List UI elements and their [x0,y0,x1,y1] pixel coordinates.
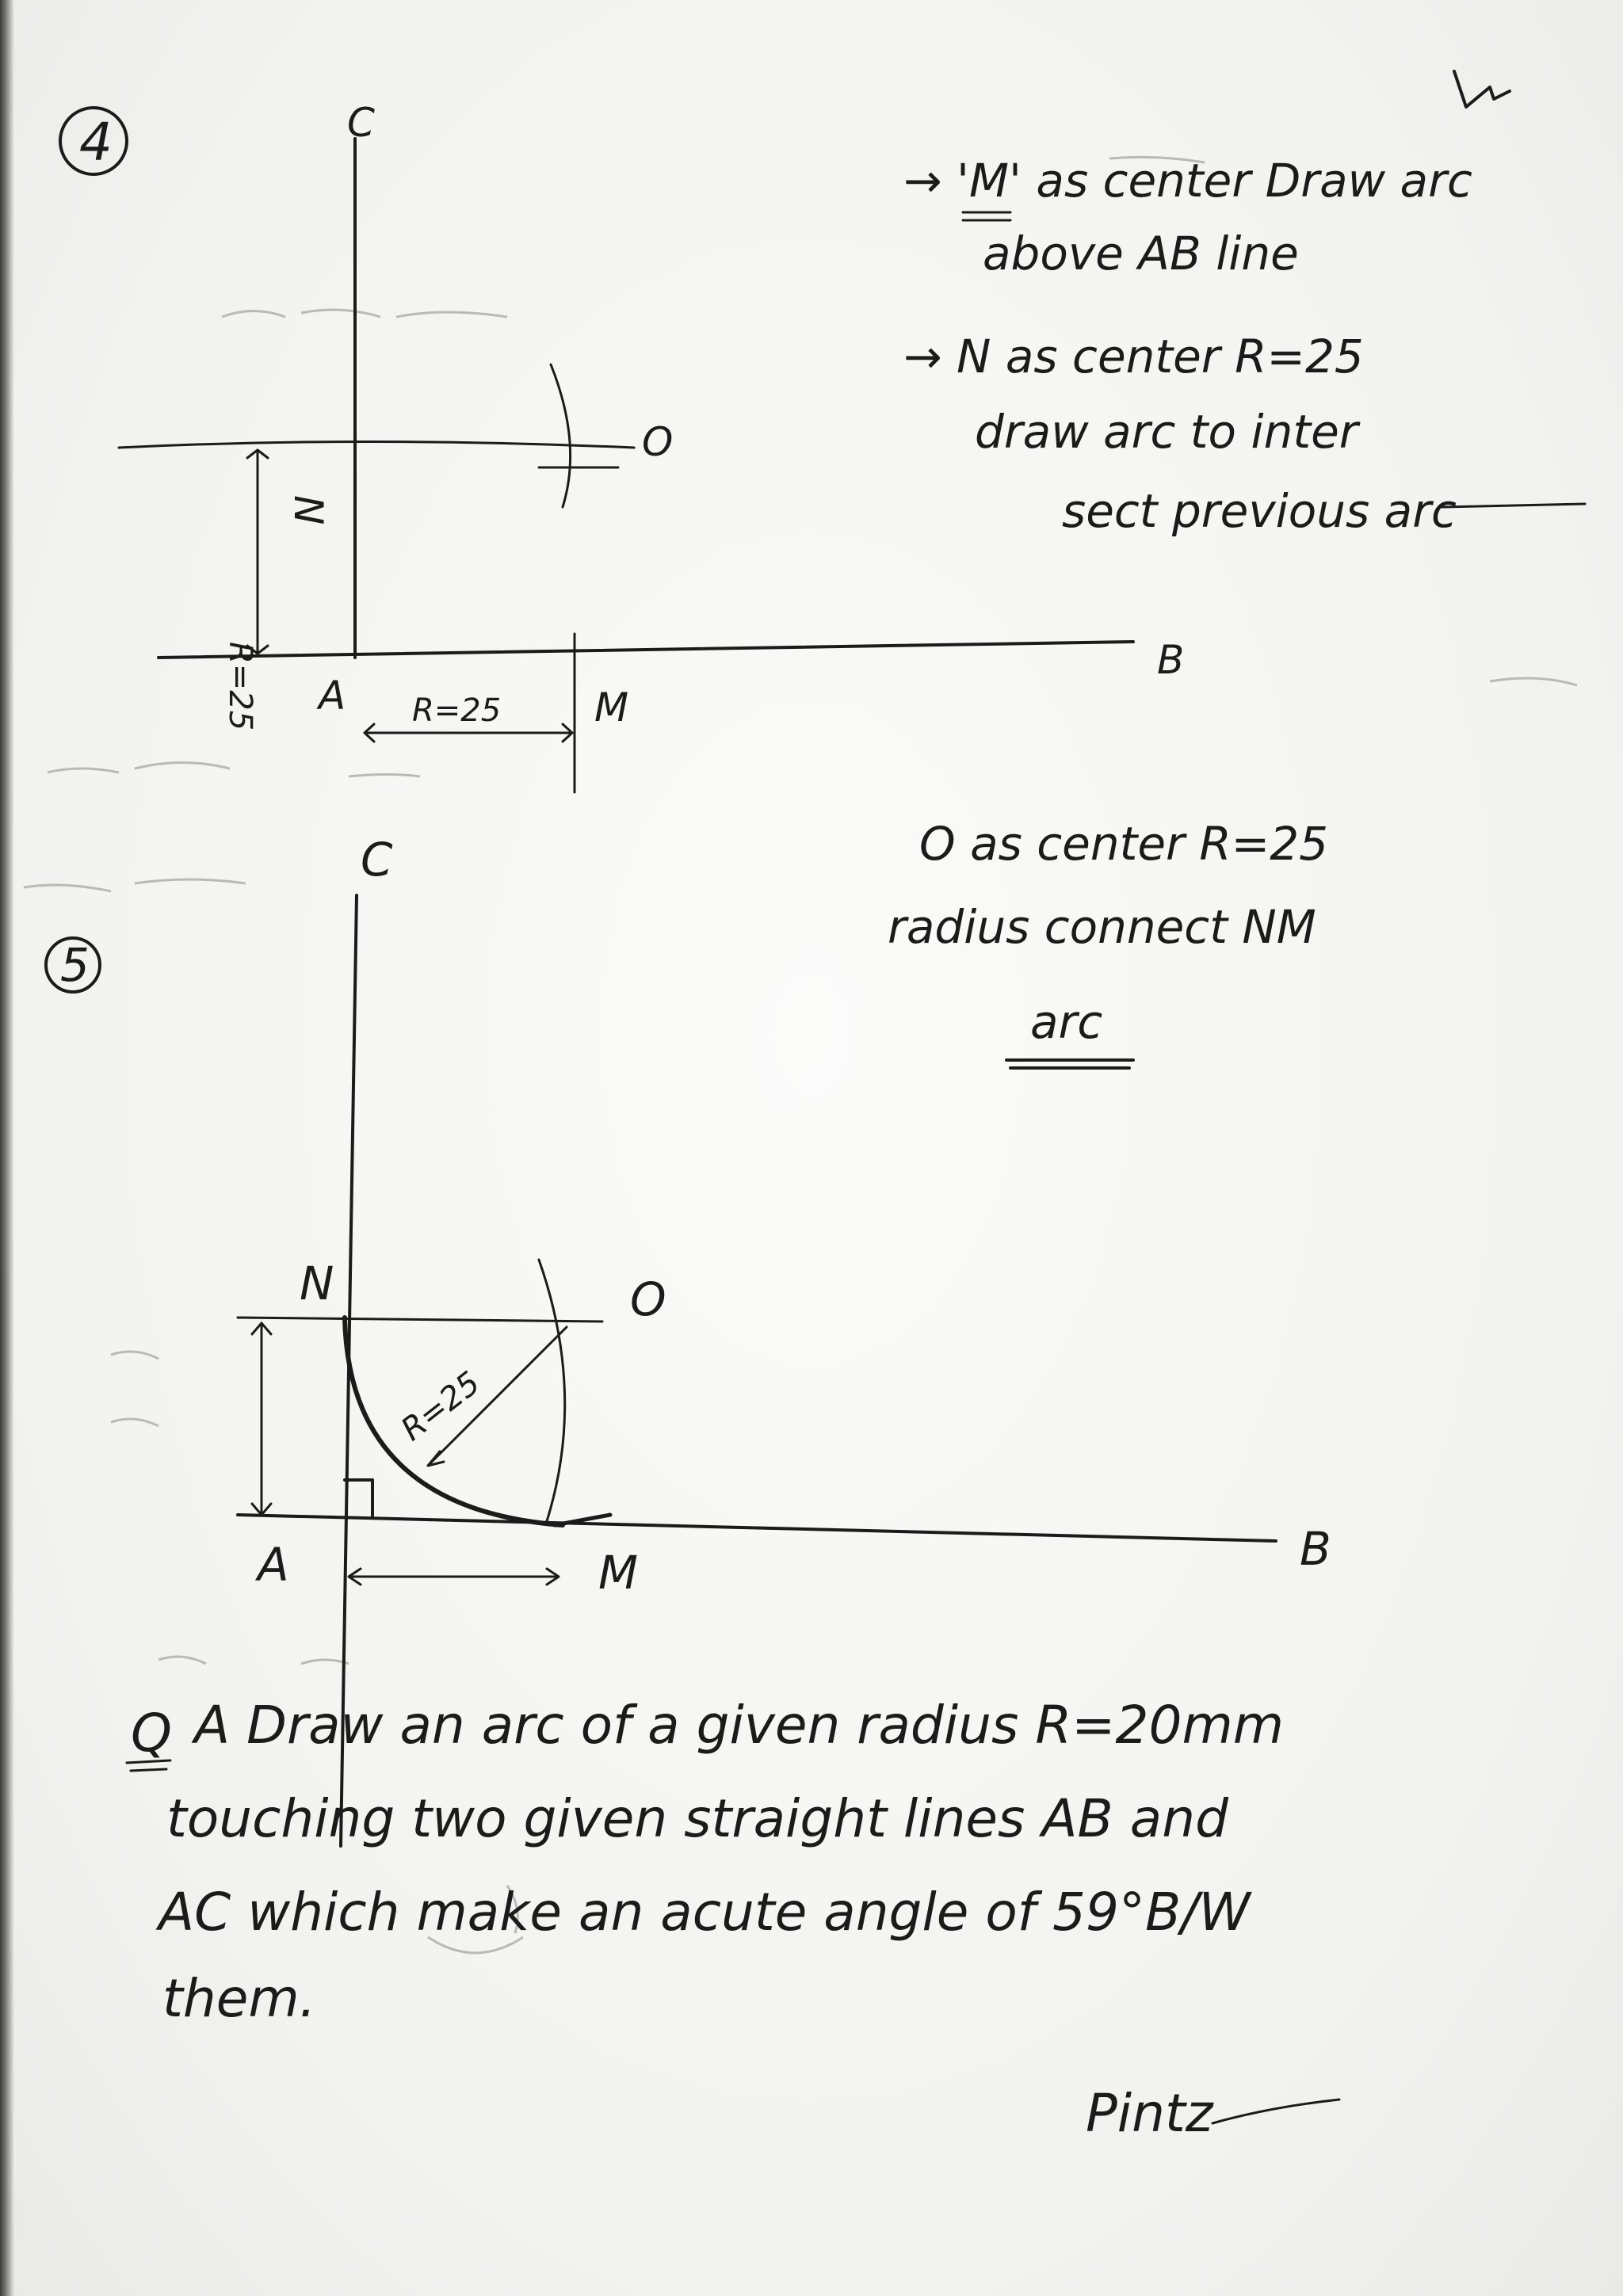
dim-vertical-arrow [246,448,269,655]
dim-horizontal-arrow-5 [347,1567,560,1586]
tangent-arc-nm [342,1315,565,1527]
step-5-notes: O as center R=25 radius connect NM arc [888,817,1328,1070]
step-4: 4 C B O R=25 N A M R=25 [59,100,1184,794]
step-4-number: 4 [79,112,113,173]
question-line-4: them. [162,1968,316,2029]
note-5-line-3: arc [1030,995,1102,1049]
dim-vertical-arrow-5 [250,1322,273,1516]
signature-text: Pintz [1086,2083,1214,2144]
label-c-5: C [361,833,393,887]
label-n-5: N [300,1257,334,1310]
note-4-line-4: draw arc to inter [975,405,1361,459]
label-o: O [642,419,673,465]
label-m: M [594,685,628,730]
arc-from-m [549,363,572,509]
step-4-circle [59,106,128,176]
right-angle-mark [343,1478,374,1519]
signature: Pintz [1086,2083,1341,2144]
note-4-underline [961,211,1012,222]
step-5-circle [44,936,101,994]
step-5-number: 5 [60,938,90,992]
check-mark-icon [1453,70,1511,109]
label-a-5: A [254,1538,289,1592]
note-4-underline-2 [1441,502,1587,509]
question-number-underline [125,1759,172,1772]
question-block: Q A Draw an arc of a given radius R=20mm… [125,1695,1284,2029]
note-5-underline [1005,1058,1135,1070]
arc-from-m-5 [537,1258,567,1523]
page-edge-shadow [0,0,14,2296]
note-5-line-2: radius connect NM [888,900,1316,954]
label-b: B [1157,637,1184,683]
dim-horizontal-arrow [363,723,574,743]
arc-end-stroke [552,1512,613,1527]
question-number: Q [131,1703,172,1764]
note-4-line-3: → N as center R=25 [903,330,1364,383]
radius-label: R=25 [395,1365,487,1448]
label-c: C [347,100,375,146]
label-b-5: B [1300,1522,1331,1576]
note-5-line-1: O as center R=25 [919,817,1328,871]
note-4-line-2: above AB line [983,227,1299,280]
arc-through-n [117,441,636,449]
note-4-line-1: → 'M' as center Draw arc [903,154,1472,208]
step-4-notes: → 'M' as center Draw arc above AB line →… [903,70,1587,538]
signature-flourish [1211,2098,1341,2125]
note-4-line-5: sect previous arc [1062,484,1457,538]
line-ab [157,640,1135,659]
line-ab-5 [236,1513,1277,1543]
radius-arrow [426,1325,568,1467]
dim-vertical-label: R=25 [222,642,258,730]
dim-horizontal-label: R=25 [412,692,501,729]
label-o-5: O [630,1272,666,1326]
question-line-1: A Draw an arc of a given radius R=20mm [191,1695,1284,1756]
line-no [236,1316,604,1323]
question-line-2: touching two given straight lines AB and [166,1788,1229,1849]
label-a: A [316,673,346,719]
label-m-5: M [598,1546,638,1600]
question-line-3: AC which make an acute angle of 59°B/W [155,1882,1252,1943]
label-n: N [285,495,331,524]
